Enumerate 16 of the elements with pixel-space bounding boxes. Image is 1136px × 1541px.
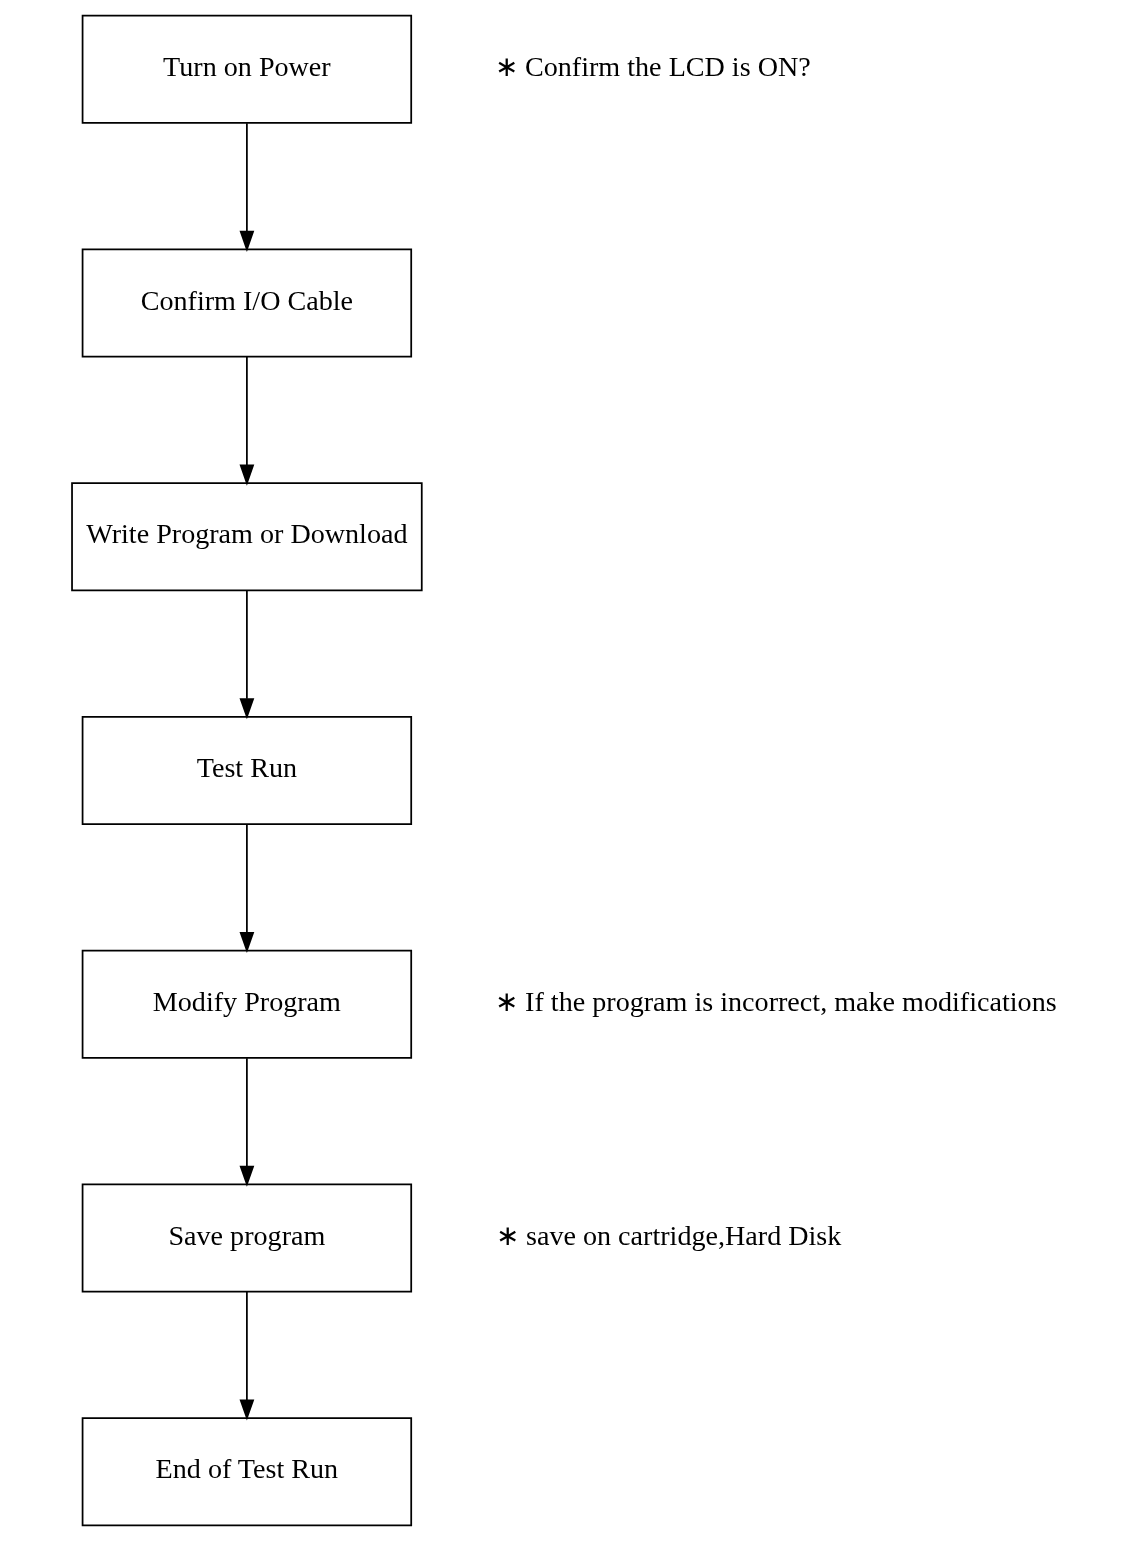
- arrow: [239, 1291, 254, 1421]
- node-box: End of Test Run: [81, 1417, 412, 1527]
- node-box: Write Program or Download: [70, 482, 423, 592]
- node-label: ∗ If the program is incorrect, make modifications: [494, 985, 1057, 1017]
- node-box: Confirm I/O Cable: [81, 248, 412, 358]
- node-box: Modify Program: [81, 949, 412, 1059]
- arrow: [239, 589, 254, 720]
- arrow: [239, 356, 254, 486]
- arrow: [239, 1057, 254, 1187]
- arrow: [239, 823, 254, 954]
- node-label: ∗ Confirm the LCD is ON?: [494, 50, 811, 82]
- node-box: Test Run: [81, 716, 412, 825]
- node-box: Turn on Power: [81, 14, 412, 124]
- arrow: [239, 122, 254, 252]
- node-label: ∗ save on cartridge,Hard Disk: [495, 1219, 841, 1251]
- node-box: Save program: [81, 1183, 412, 1293]
